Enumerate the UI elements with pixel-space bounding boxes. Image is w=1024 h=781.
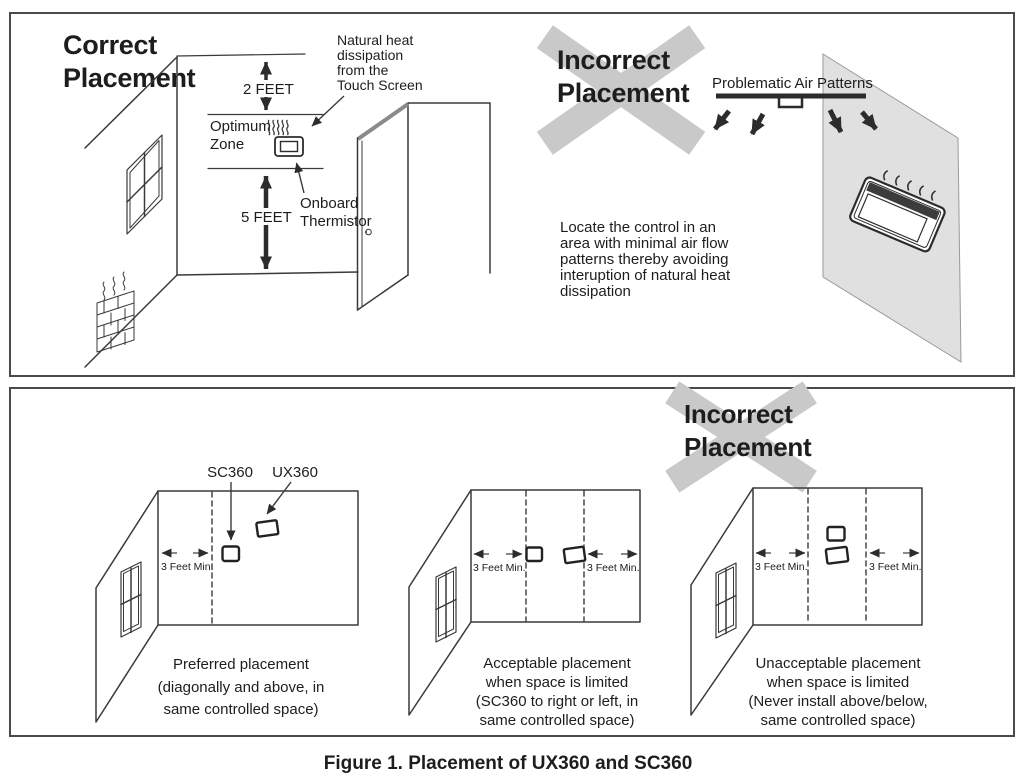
air-patterns-label: Problematic Air Patterns bbox=[712, 75, 873, 92]
window-icon bbox=[715, 562, 737, 639]
correct-placement-panel: Correct Placement bbox=[63, 30, 491, 368]
sc360-label: SC360 bbox=[207, 464, 253, 481]
note-line2: area with minimal air flow bbox=[560, 235, 729, 252]
air-pattern-graphic: Problematic Air Patterns bbox=[712, 75, 878, 136]
min-3ft-label-right: 3 Feet Min. bbox=[587, 562, 640, 574]
incorrect-placement-panel: Incorrect Placement Problematic Air Patt… bbox=[536, 25, 962, 363]
placement-note: Locate the control in an area with minim… bbox=[560, 219, 731, 300]
note-line3: patterns thereby avoiding bbox=[560, 251, 728, 268]
note-line4: interuption of natural heat bbox=[560, 267, 731, 284]
natural-heat-callout: Natural heat dissipation from the Touch … bbox=[311, 32, 423, 127]
bottom-incorrect-title: Incorrect Placement bbox=[665, 381, 817, 493]
optimum-zone-line1: Optimum bbox=[210, 118, 271, 135]
onboard-thermistor-callout: Onboard Thermistor bbox=[294, 162, 372, 230]
vent-bracket-icon bbox=[777, 98, 804, 109]
dimension-3ft-left: 3 Feet Min. bbox=[473, 549, 526, 574]
door-icon bbox=[356, 102, 491, 311]
window-icon bbox=[120, 561, 142, 638]
unacceptable-placement-panel: 3 Feet Min. 3 Feet Min. Unacceptable pla… bbox=[690, 487, 928, 729]
thermostat-icon bbox=[274, 136, 304, 157]
x-mark-icon bbox=[536, 25, 706, 155]
wall-graphic bbox=[95, 490, 359, 723]
ux360-device-icon bbox=[255, 519, 280, 538]
wall-graphic bbox=[690, 487, 923, 716]
caption-line2: when space is limited bbox=[766, 674, 910, 691]
pointer-arrow bbox=[294, 162, 305, 194]
heat-waves-icon bbox=[267, 119, 289, 136]
feet5-label: 5 FEET bbox=[241, 209, 292, 226]
airflow-arrow-icon bbox=[860, 110, 878, 131]
caption-line2: (diagonally and above, in bbox=[158, 679, 325, 696]
touchscreen-device-icon bbox=[849, 170, 946, 253]
incorrect-title-line2: Placement bbox=[557, 78, 690, 108]
incorrect-title-line1: Incorrect bbox=[557, 45, 670, 75]
acceptable-caption: Acceptable placement when space is limit… bbox=[476, 655, 639, 729]
dimension-3ft-right: 3 Feet Min. bbox=[869, 548, 922, 573]
caption-line1: Preferred placement bbox=[173, 656, 310, 673]
ux360-device-icon bbox=[562, 545, 587, 565]
bottom-incorrect-line1: Incorrect bbox=[684, 399, 793, 429]
window-icon bbox=[126, 134, 163, 235]
natural-heat-line1: Natural heat bbox=[337, 32, 413, 48]
baseboard-heater-icon bbox=[96, 271, 135, 353]
natural-heat-line2: dissipation bbox=[337, 47, 403, 63]
min-3ft-label-left: 3 Feet Min. bbox=[473, 562, 526, 574]
correct-title-line2: Placement bbox=[63, 63, 196, 93]
airflow-arrow-icon bbox=[749, 112, 766, 136]
caption-line1: Unacceptable placement bbox=[755, 655, 921, 672]
caption-line3: (SC360 to right or left, in bbox=[476, 693, 639, 710]
thermistor-line1: Onboard bbox=[300, 195, 358, 212]
pointer-arrow bbox=[266, 481, 292, 515]
min-3ft-label-right: 3 Feet Min. bbox=[869, 561, 922, 573]
air-vent-bar bbox=[716, 93, 866, 99]
caption-line4: same controlled space) bbox=[760, 712, 915, 729]
preferred-placement-panel: 3 Feet Min. SC360 UX360 Preferred placem… bbox=[95, 464, 359, 723]
dimension-3ft: 3 Feet Min. bbox=[161, 548, 214, 573]
airflow-arrow-icon bbox=[827, 108, 844, 134]
ux360-device-icon bbox=[824, 545, 850, 565]
dimension-arrow-5ft: 5 FEET bbox=[238, 175, 296, 270]
dimension-arrow-2ft: 2 FEET bbox=[240, 61, 294, 111]
feet2-label: 2 FEET bbox=[243, 81, 294, 98]
sc360-device-icon bbox=[826, 525, 846, 542]
wall-graphic bbox=[408, 489, 641, 716]
heat-waves-icon bbox=[883, 170, 936, 201]
caption-line2: when space is limited bbox=[485, 674, 629, 691]
caption-line3: same controlled space) bbox=[163, 701, 318, 718]
natural-heat-line3: from the bbox=[337, 62, 389, 78]
preferred-caption: Preferred placement (diagonally and abov… bbox=[158, 656, 325, 718]
caption-line3: (Never install above/below, bbox=[748, 693, 927, 710]
airflow-arrow-icon bbox=[713, 109, 731, 131]
figure-caption: Figure 1. Placement of UX360 and SC360 bbox=[324, 753, 693, 774]
thermistor-line2: Thermistor bbox=[300, 213, 372, 230]
x-mark-icon bbox=[665, 381, 817, 493]
caption-line4: same controlled space) bbox=[479, 712, 634, 729]
natural-heat-line4: Touch Screen bbox=[337, 77, 423, 93]
doorknob-icon bbox=[365, 228, 372, 236]
sc360-device-icon bbox=[525, 546, 544, 563]
min-3ft-label: 3 Feet Min. bbox=[161, 561, 214, 573]
ux360-label: UX360 bbox=[272, 464, 318, 481]
dimension-3ft-right: 3 Feet Min. bbox=[587, 549, 640, 574]
min-3ft-label-left: 3 Feet Min. bbox=[755, 561, 808, 573]
note-line1: Locate the control in an bbox=[560, 219, 716, 236]
caption-line1: Acceptable placement bbox=[483, 655, 631, 672]
window-icon bbox=[435, 566, 457, 643]
room-corner-graphic bbox=[84, 53, 359, 368]
bottom-incorrect-line2: Placement bbox=[684, 432, 812, 462]
optimum-zone-line2: Zone bbox=[210, 136, 244, 153]
correct-title-line1: Correct bbox=[63, 30, 157, 60]
sc360-device-icon bbox=[221, 545, 241, 563]
note-line5: dissipation bbox=[560, 283, 631, 300]
pointer-arrow bbox=[311, 95, 345, 127]
dimension-3ft-left: 3 Feet Min. bbox=[755, 548, 808, 573]
unacceptable-caption: Unacceptable placement when space is lim… bbox=[748, 655, 927, 729]
acceptable-placement-panel: 3 Feet Min. 3 Feet Min. Acceptable place… bbox=[408, 489, 641, 729]
